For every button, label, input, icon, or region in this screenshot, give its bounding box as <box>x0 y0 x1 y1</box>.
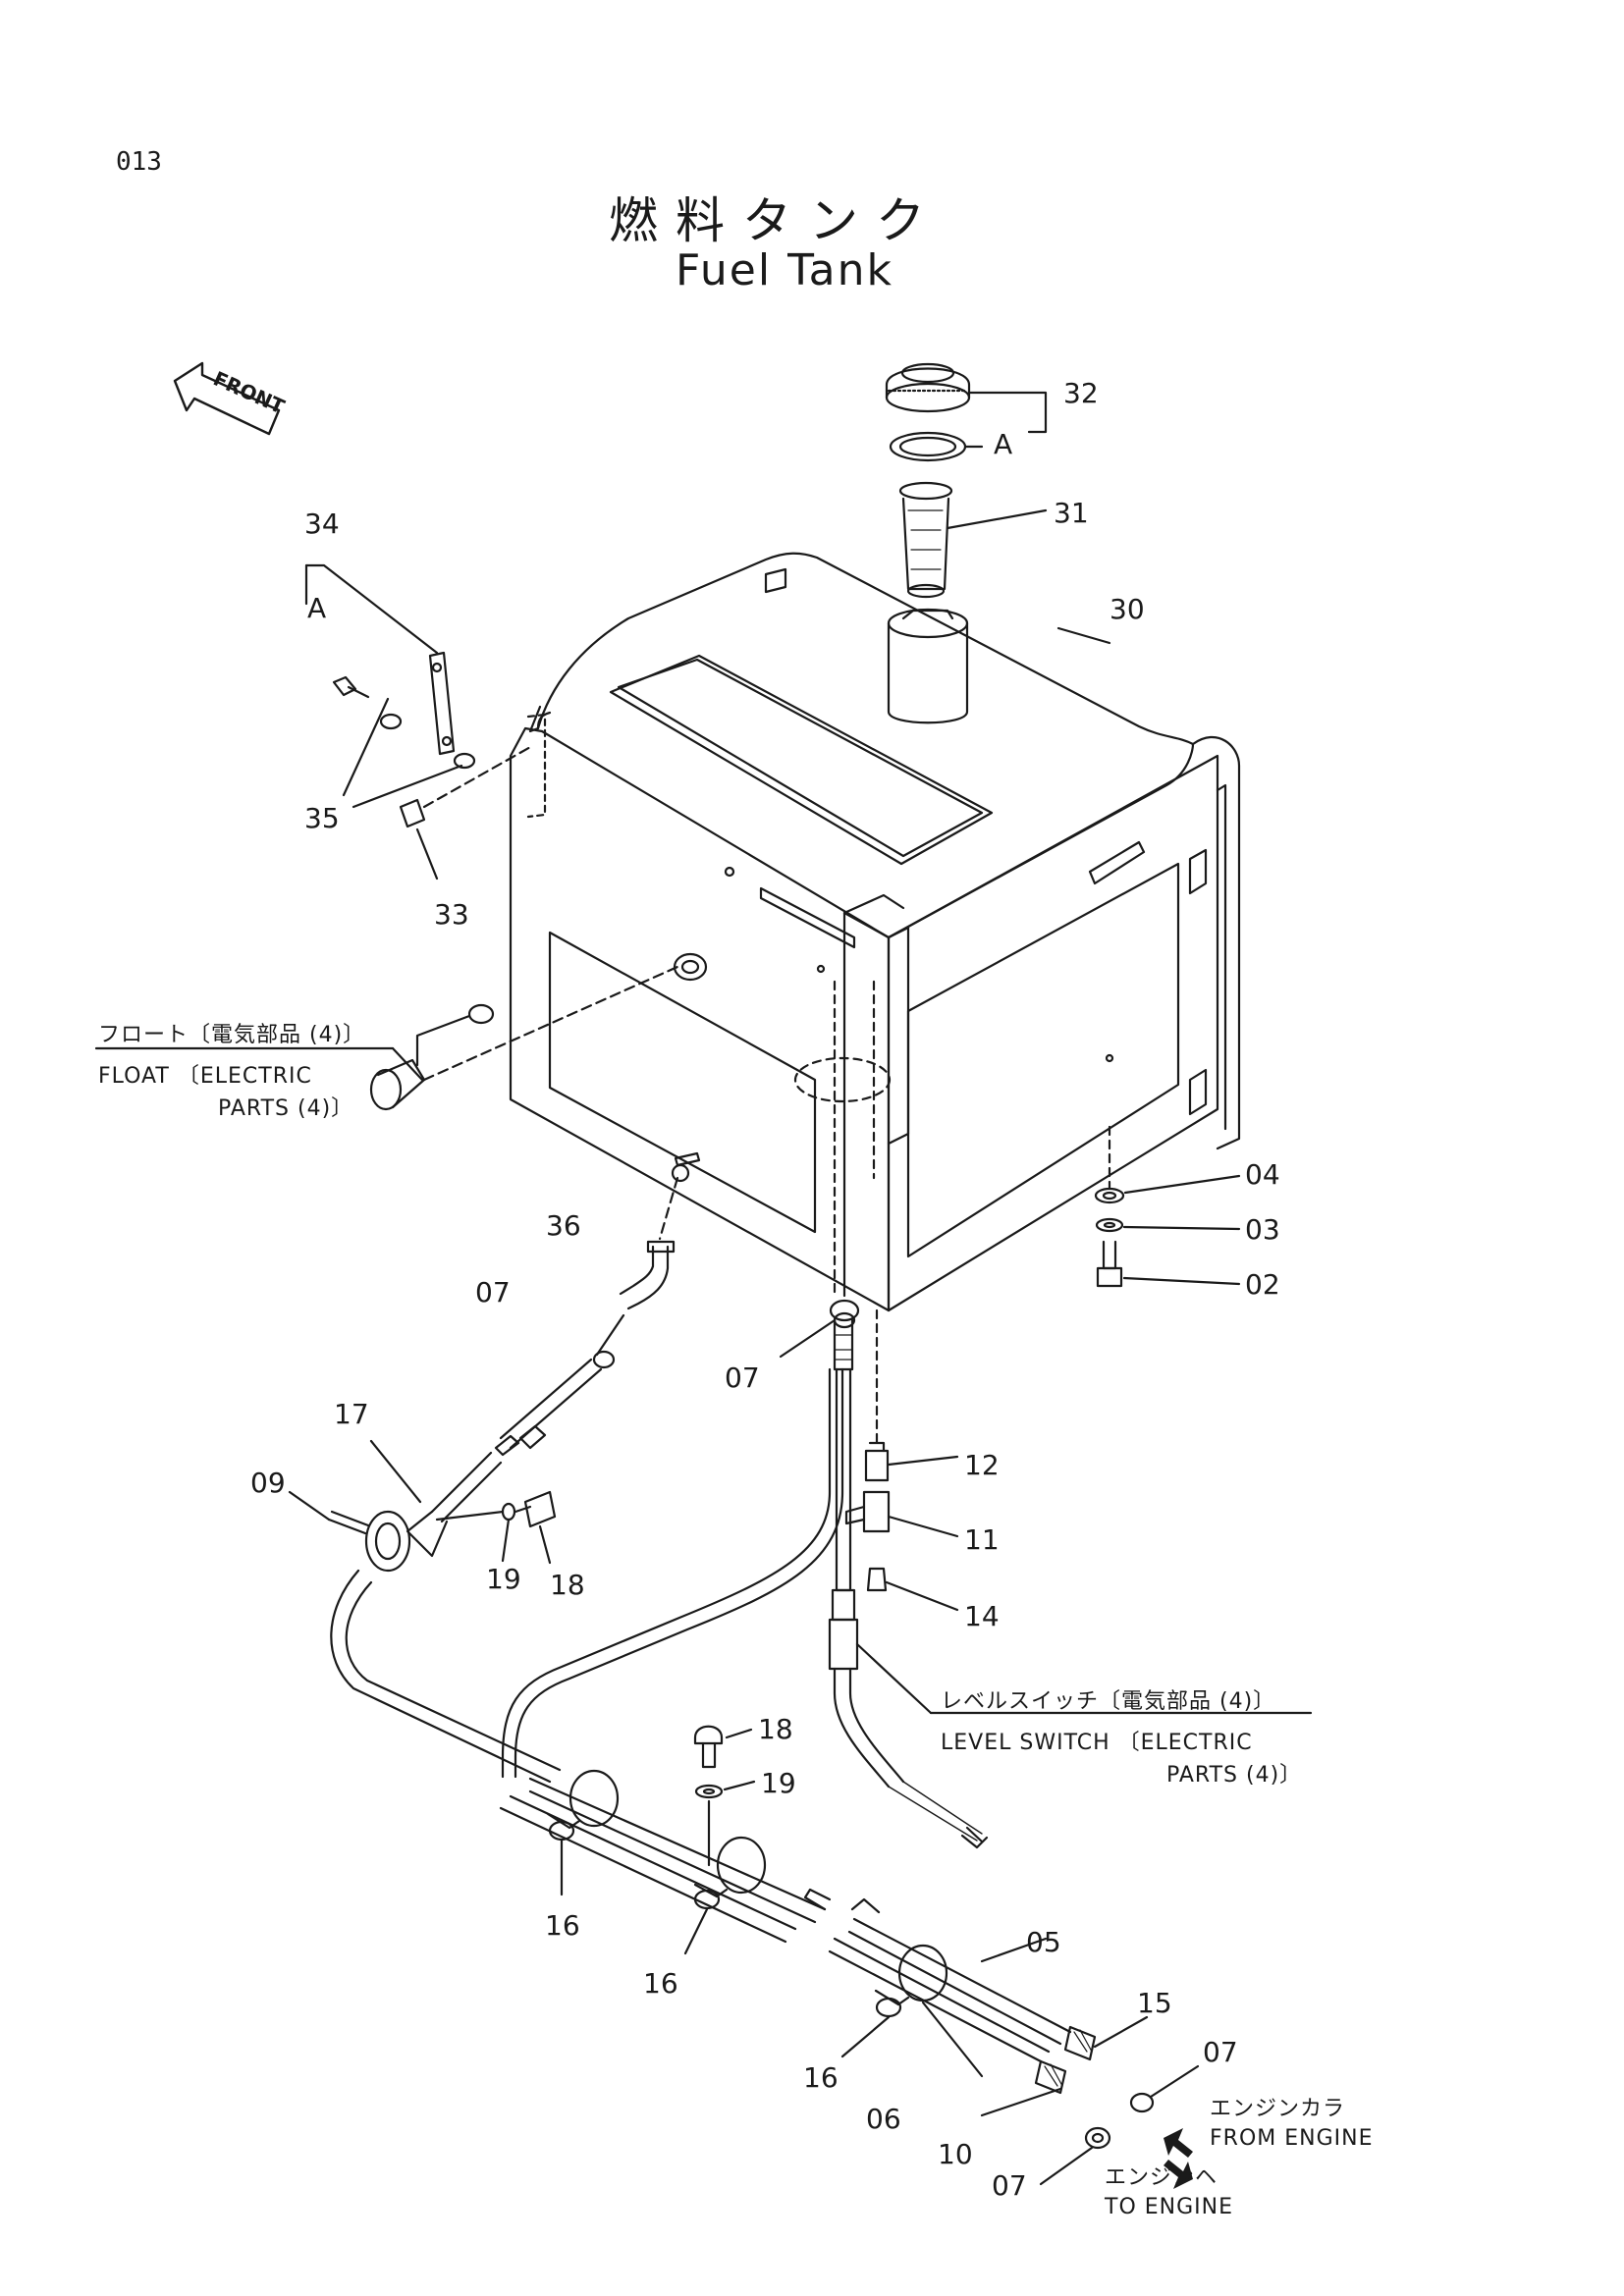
washer-part-19a <box>503 1504 514 1520</box>
bolt-part-18a <box>515 1492 555 1526</box>
callout-17: 17 <box>334 1398 369 1430</box>
level-switch-note-en-line2: PARTS (4)〕 <box>1166 1763 1303 1788</box>
from-engine-en: FROM ENGINE <box>1210 2126 1374 2151</box>
pipe-connector-part-17 <box>407 1453 501 1556</box>
hose-fitting-part-10 <box>1036 2061 1065 2093</box>
hose-run <box>501 1779 1070 2061</box>
spacer-part-35 <box>381 715 474 768</box>
front-arrow-icon: FRONT <box>175 363 289 434</box>
hose-fitting-part-15 <box>1065 2027 1095 2059</box>
bolt-part-18b <box>695 1727 722 1767</box>
hose-clip-part-07a <box>594 1315 623 1367</box>
elbow-fitting-part-36 <box>621 1178 677 1308</box>
float-note-en-line2: PARTS (4)〕 <box>218 1096 354 1121</box>
stay-bracket-part-34 <box>430 653 454 754</box>
level-switch-note-jp: レベルスイッチ〔電気部品 (4)〕 <box>941 1689 1276 1714</box>
level-switch-note-en-line1: LEVEL SWITCH 〔ELECTRIC <box>941 1731 1253 1755</box>
fuel-tank-body <box>511 554 1239 1310</box>
callout-07-bottom: 07 <box>992 2169 1027 2202</box>
callout-30: 30 <box>1110 593 1145 625</box>
callout-15: 15 <box>1137 1987 1172 2019</box>
hose-part-06 <box>331 1571 560 1782</box>
bolt-part-02 <box>1098 1242 1121 1286</box>
callout-34: 34 <box>304 507 340 540</box>
callout-18-mid: 18 <box>758 1713 793 1745</box>
callout-07-right: 07 <box>1203 2036 1238 2068</box>
callout-18-left: 18 <box>550 1569 585 1601</box>
bolt-part-a-left <box>334 677 368 697</box>
callout-11: 11 <box>964 1523 1000 1556</box>
callout-a-left: A <box>307 592 327 624</box>
strainer-part-31 <box>900 483 951 597</box>
hose-clip-part-07c <box>1131 2094 1153 2111</box>
from-engine-jp: エンジンカラ <box>1210 2097 1346 2121</box>
lock-washer-part-04 <box>1096 1189 1123 1202</box>
callout-19-left: 19 <box>486 1563 521 1595</box>
hose-upper <box>496 1360 601 1455</box>
page-number: 013 <box>116 147 162 177</box>
callout-31: 31 <box>1054 497 1089 529</box>
callout-02: 02 <box>1245 1268 1280 1301</box>
callout-a-top: A <box>994 428 1013 460</box>
connector-part-12 <box>866 1443 888 1480</box>
callout-32: 32 <box>1063 377 1099 409</box>
callout-07-upper: 07 <box>475 1276 511 1308</box>
clamp-part-09 <box>329 1512 409 1571</box>
filler-cap-part-32 <box>887 364 969 411</box>
to-engine-jp: エンジンヘ <box>1105 2165 1218 2190</box>
callout-14: 14 <box>964 1600 1000 1632</box>
callout-04: 04 <box>1245 1158 1280 1191</box>
callout-05: 05 <box>1026 1926 1061 1958</box>
title-japanese: 燃料タンク <box>609 192 943 249</box>
tee-fitting-part-11 <box>846 1492 889 1531</box>
callout-06: 06 <box>866 2103 901 2135</box>
callout-10: 10 <box>938 2138 973 2170</box>
callout-33: 33 <box>434 898 469 931</box>
title-english: Fuel Tank <box>676 245 893 295</box>
callout-19-mid: 19 <box>761 1767 796 1799</box>
level-switch-pipe <box>830 1301 987 1847</box>
washer-part-03 <box>1097 1219 1122 1231</box>
from-engine-arrow-icon <box>1164 2128 1193 2158</box>
callout-16-left: 16 <box>545 1909 580 1942</box>
float-note-jp: フロート〔電気部品 (4)〕 <box>98 1023 366 1047</box>
to-engine-en: TO ENGINE <box>1105 2195 1233 2219</box>
hose-part-05 <box>503 1369 842 1777</box>
filler-neck <box>889 610 967 722</box>
callout-07-mid: 07 <box>725 1362 760 1394</box>
callout-35: 35 <box>304 802 340 834</box>
hose-clip-part-07d <box>1086 2128 1110 2148</box>
plug-part-33 <box>401 746 532 827</box>
callout-12: 12 <box>964 1449 1000 1481</box>
callout-16-mid: 16 <box>643 1967 678 2000</box>
float-note-en-line1: FLOAT 〔ELECTRIC <box>98 1064 312 1089</box>
callout-03: 03 <box>1245 1213 1280 1246</box>
callout-36: 36 <box>546 1209 581 1242</box>
washer-part-19b <box>696 1786 722 1797</box>
to-engine-arrow-icon <box>1164 2160 1193 2189</box>
callout-09: 09 <box>250 1467 286 1499</box>
float-assembly <box>371 954 706 1109</box>
callout-16-right: 16 <box>803 2061 839 2094</box>
plug-part-14 <box>868 1569 886 1590</box>
